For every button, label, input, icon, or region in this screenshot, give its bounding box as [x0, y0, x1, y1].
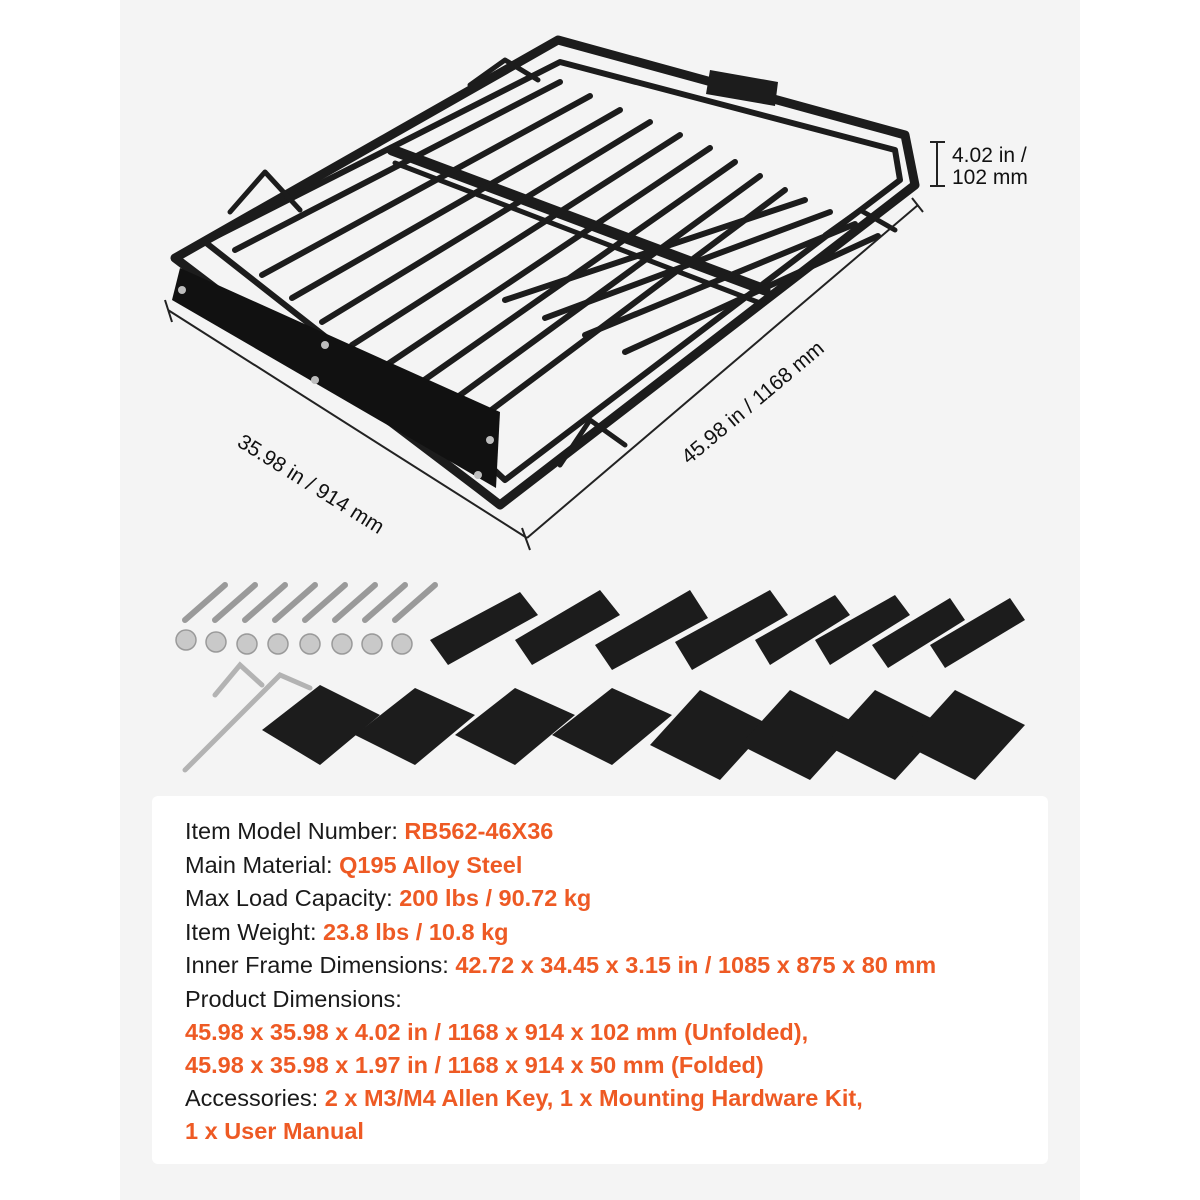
- spec-product-dimensions-folded: 45.98 x 35.98 x 1.97 in / 1168 x 914 x 5…: [185, 1052, 764, 1078]
- specifications-panel: Item Model Number: RB562-46X36 Main Mate…: [152, 796, 1048, 1164]
- spec-weight-value: 23.8 lbs / 10.8 kg: [323, 919, 509, 945]
- height-dimension-line-1: 4.02 in /: [952, 144, 1027, 167]
- roof-rack-image: [164, 35, 945, 551]
- spec-main-material: Main Material: Q195 Alloy Steel: [185, 852, 523, 878]
- spec-material-label: Main Material:: [185, 852, 333, 878]
- spec-accessories-value-2: 1 x User Manual: [185, 1118, 364, 1144]
- spec-accessories-label: Accessories:: [185, 1085, 319, 1111]
- spec-accessories-value-1: 2 x M3/M4 Allen Key, 1 x Mounting Hardwa…: [324, 1085, 863, 1111]
- spec-inner-frame: Inner Frame Dimensions: 42.72 x 34.45 x …: [185, 952, 937, 978]
- spec-max-load: Max Load Capacity: 200 lbs / 90.72 kg: [185, 885, 592, 911]
- spec-load-value: 200 lbs / 90.72 kg: [399, 885, 592, 911]
- spec-inner-value: 42.72 x 34.45 x 3.15 in / 1085 x 875 x 8…: [455, 952, 937, 978]
- height-dimension-label: 4.02 in / 102 mm: [952, 145, 1028, 189]
- spec-material-value: Q195 Alloy Steel: [339, 852, 523, 878]
- spec-item-weight: Item Weight: 23.8 lbs / 10.8 kg: [185, 919, 509, 945]
- spec-product-dimensions-unfolded: 45.98 x 35.98 x 4.02 in / 1168 x 914 x 1…: [185, 1019, 809, 1045]
- spec-accessories: Accessories: 2 x M3/M4 Allen Key, 1 x Mo…: [185, 1085, 863, 1111]
- spec-load-label: Max Load Capacity:: [185, 885, 393, 911]
- spec-product-dimensions-label: Product Dimensions:: [185, 986, 402, 1012]
- spec-weight-label: Item Weight:: [185, 919, 317, 945]
- height-dimension-line-2: 102 mm: [952, 166, 1028, 189]
- spec-model-label: Item Model Number:: [185, 818, 398, 844]
- spec-model-number: Item Model Number: RB562-46X36: [185, 818, 554, 844]
- hardware-kit-image: [175, 582, 1025, 780]
- spec-inner-label: Inner Frame Dimensions:: [185, 952, 449, 978]
- spec-model-value: RB562-46X36: [404, 818, 554, 844]
